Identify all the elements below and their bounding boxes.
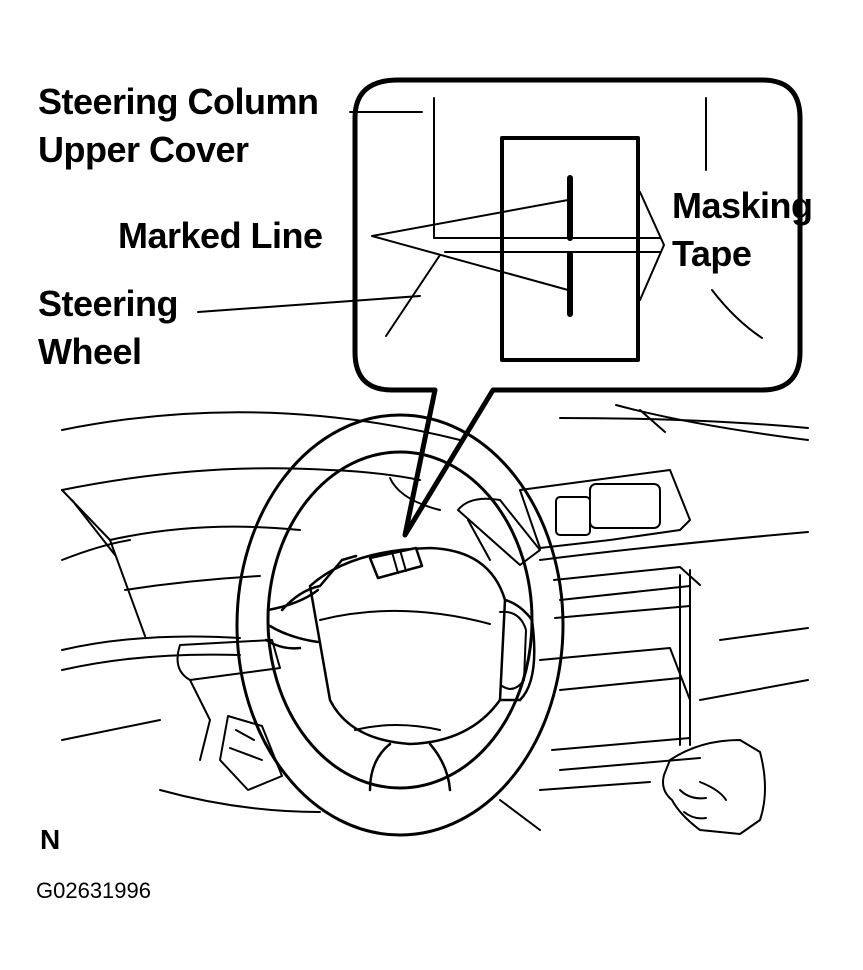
airbag-pad <box>308 546 507 746</box>
wheel-curve-left <box>385 254 441 337</box>
label-steering-wheel-line2: Wheel <box>38 331 142 372</box>
leader-steering-wheel <box>197 295 421 313</box>
leader-masking-tape <box>639 191 665 301</box>
leader-marked-line <box>371 199 569 291</box>
label-steering-wheel-line1: Steering <box>38 283 179 324</box>
figure-code: G02631996 <box>36 878 151 903</box>
wheel-curve-right <box>711 289 763 339</box>
label-masking-tape-line2: Tape <box>672 233 752 274</box>
column-cover-left-line <box>433 97 504 239</box>
tape-gap-fill <box>504 240 636 250</box>
label-steering-column-line1: Steering Column <box>38 81 319 122</box>
steering-wheel <box>235 413 565 837</box>
callout-bubble <box>197 77 803 538</box>
label-upper-cover-line2: Upper Cover <box>38 129 249 170</box>
corner-mark: N <box>40 824 61 855</box>
wheel-rim-outer <box>235 413 565 837</box>
label-masking-tape-line1: Masking <box>672 185 813 226</box>
label-marked-line: Marked Line <box>118 215 323 256</box>
